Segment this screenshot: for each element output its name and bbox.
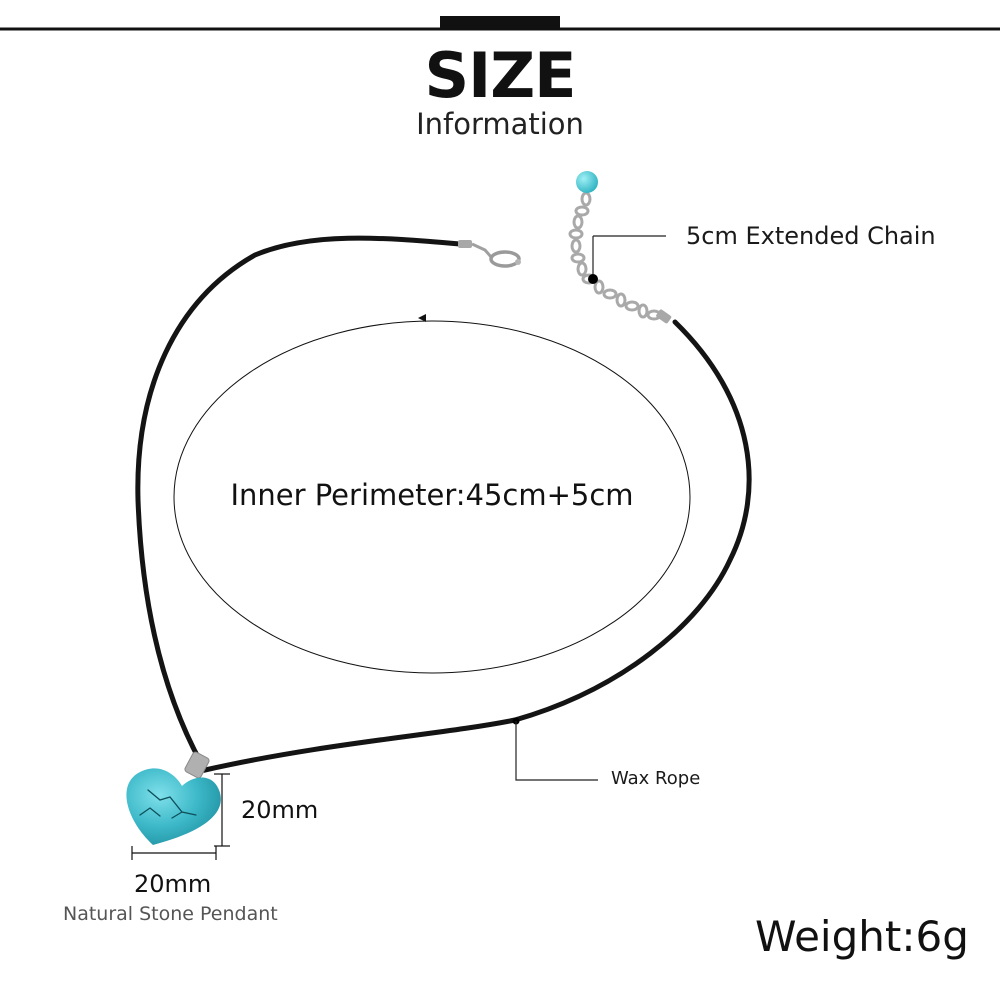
extender-chain [568,191,662,321]
perimeter-arrow [418,314,426,322]
pendant-height-label: 20mm [241,796,319,824]
rope-leader-line [515,721,598,781]
pendant-name-label: Natural Stone Pendant [63,903,278,925]
extended-chain-label: 5cm Extended Chain [686,222,936,250]
chain-marker-dot [588,274,598,284]
pendant-width-label: 20mm [134,870,212,898]
height-dimension [214,773,230,847]
top-tab [440,16,560,30]
wax-rope-cord [135,235,752,773]
wax-rope-label: Wax Rope [611,768,701,789]
width-dimension [131,846,217,860]
pendant-bail [184,751,210,779]
chain-bead [576,171,598,193]
weight-label: Weight:6g [755,912,969,961]
heart-pendant [126,768,221,845]
lobster-clasp [458,240,521,268]
page-title: SIZE [424,39,576,112]
inner-perimeter-label: Inner Perimeter:45cm+5cm [230,478,634,512]
page-subtitle: Information [416,107,584,141]
end-cap [656,309,672,324]
inner-perimeter-ellipse [173,320,691,674]
